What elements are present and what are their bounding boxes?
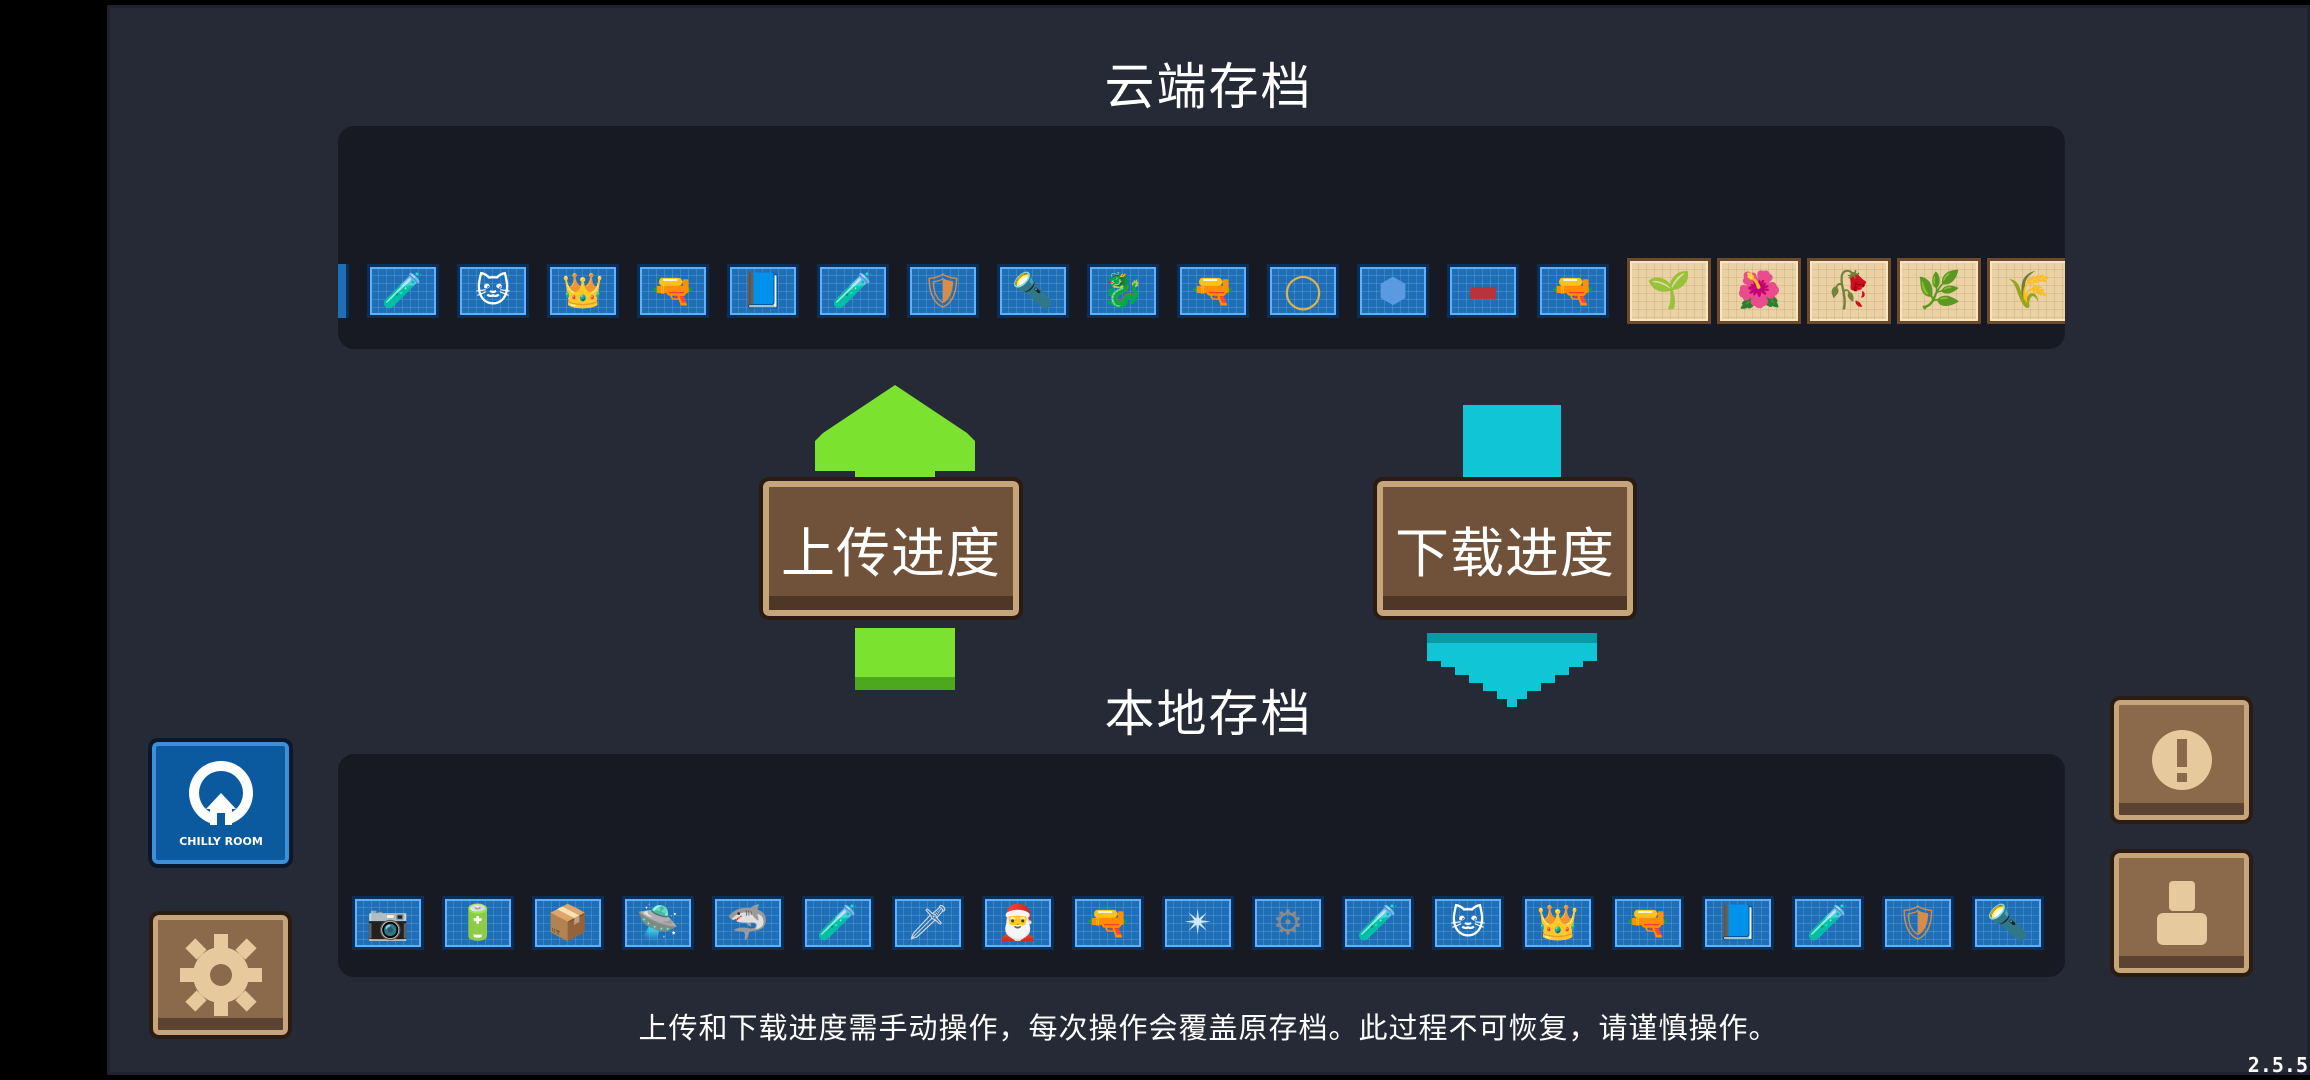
- red-hat-doll-icon: 🎅: [996, 903, 1040, 943]
- inventory-slot: ▬: [1447, 264, 1519, 318]
- inventory-slot: 📘: [1702, 896, 1774, 950]
- inventory-slot: 🗡: [892, 896, 964, 950]
- revolver-icon: 🔫: [651, 271, 695, 311]
- purple-potion-icon: 🧪: [1356, 903, 1400, 943]
- inventory-slot: 🌾: [1987, 258, 2065, 324]
- golden-torch-icon: 🔦: [1986, 903, 2030, 943]
- inventory-slot: 🐱: [1432, 896, 1504, 950]
- cloud-save-title: 云端存档: [1104, 58, 1313, 116]
- account-button[interactable]: [2110, 849, 2253, 977]
- red-potion-icon: 🧪: [831, 271, 875, 311]
- inventory-slot: 🐱: [457, 264, 529, 318]
- download-arrow-icon: [1427, 405, 1597, 707]
- inventory-slot: 👑: [1522, 896, 1594, 950]
- inventory-slot: 🛡: [1882, 896, 1954, 950]
- upload-arrow-icon: [815, 385, 975, 690]
- cloud-save-screen: 云端存档 🧪🐱👑🔫📘🧪🛡🔦🐉🔫◯⬢▬🔫🌱🌺🥀🌿🌾 上传进度 下载进度 本地存档 …: [107, 5, 2310, 1075]
- octagon-shield-icon: ⬢: [1378, 271, 1408, 311]
- inventory-slot: 🔦: [1972, 896, 2044, 950]
- inventory-slot: 📘: [727, 264, 799, 318]
- camera-icon: 📷: [366, 903, 410, 943]
- inventory-slot: 🔋: [442, 896, 514, 950]
- dead-branch-plant-icon: 🥀: [1826, 270, 1872, 311]
- inventory-slot: 🔫: [1537, 264, 1609, 318]
- inventory-slot: 🔦: [997, 264, 1069, 318]
- brown-rifle-icon: 🔫: [1086, 903, 1130, 943]
- sword-icon: 🗡: [906, 903, 950, 943]
- purple-book-icon: 📘: [741, 271, 785, 311]
- inventory-slot: 📦: [532, 896, 604, 950]
- golden-crown-icon: 👑: [1536, 903, 1580, 943]
- inventory-slot: ◯: [1267, 264, 1339, 318]
- wooden-crate-icon: 📦: [546, 903, 590, 943]
- white-cat-mask-icon: 🐱: [1450, 903, 1486, 943]
- download-progress-button[interactable]: 下载进度: [1373, 477, 1637, 620]
- inventory-slot: 🧪: [817, 264, 889, 318]
- inventory-slot: 👑: [547, 264, 619, 318]
- version-label: 2.5.5: [2247, 1053, 2308, 1077]
- settings-button[interactable]: [149, 911, 292, 1039]
- white-cat-mask-icon: 🐱: [475, 271, 511, 311]
- inventory-slot: 🔫: [1177, 264, 1249, 318]
- inventory-slot: ⚙: [1252, 896, 1324, 950]
- cloud-item-row: 🧪 🐱 👑 🔫 📘 🧪 🛡 🔦 🐉 🔫 ◯ ⬢ ▬ 🔫 🌱 🌺 🥀 🌿 🌾: [338, 258, 2065, 324]
- green-rifle-icon: 🔫: [1191, 271, 1235, 311]
- local-item-row: 📷 🔋 📦 🛸 🦈 🧪 🗡 🎅 🔫 ✴ ⚙ 🧪 🐱 👑 🔫 📘 🧪 🛡 🔦: [338, 892, 2065, 954]
- inventory-slot: 📷: [352, 896, 424, 950]
- revolver-icon: 🔫: [1626, 903, 1670, 943]
- round-shield-icon: 🛡: [1896, 903, 1940, 943]
- cloud-save-panel: 🧪 🐱 👑 🔫 📘 🧪 🛡 🔦 🐉 🔫 ◯ ⬢ ▬ 🔫 🌱 🌺 🥀 🌿 🌾: [338, 126, 2065, 349]
- inventory-slot: 🌱: [1627, 258, 1711, 324]
- inventory-slot: 🐉: [1087, 264, 1159, 318]
- dry-twig-plant-icon: 🌾: [2006, 270, 2052, 311]
- warning-note: 上传和下载进度需手动操作，每次操作会覆盖原存档。此过程不可恢复，请谨慎操作。: [638, 1011, 1779, 1045]
- inventory-slot: ✴: [1162, 896, 1234, 950]
- inventory-slot: 🔫: [1072, 896, 1144, 950]
- upload-progress-button[interactable]: 上传进度: [759, 477, 1023, 620]
- round-shield-icon: 🛡: [921, 271, 965, 311]
- notice-button[interactable]: [2110, 696, 2253, 824]
- person-icon: [2156, 881, 2207, 945]
- inventory-slot: 🌿: [1897, 258, 1981, 324]
- golden-crown-icon: 👑: [561, 271, 605, 311]
- shark-gun-icon: 🦈: [726, 903, 770, 943]
- exclamation-icon: [2151, 730, 2212, 790]
- inventory-slot: ⬢: [1357, 264, 1429, 318]
- inventory-slot: 🧪: [802, 896, 874, 950]
- red-blaster-icon: 🔫: [1551, 271, 1595, 311]
- gatling-icon: ⚙: [1272, 903, 1304, 943]
- red-flower-plant-icon: 🌺: [1736, 270, 1782, 311]
- inventory-slot: 🛡: [907, 264, 979, 318]
- inventory-slot: 🥀: [1807, 258, 1891, 324]
- blood-tank-icon: ▬: [1466, 271, 1500, 311]
- inventory-slot: 🛸: [622, 896, 694, 950]
- purple-book-icon: 📘: [1716, 903, 1760, 943]
- inventory-slot: 🦈: [712, 896, 784, 950]
- blue-potion-icon: 🧪: [816, 903, 860, 943]
- gear-icon: [179, 934, 262, 1016]
- green-dragon-icon: 🐉: [1101, 271, 1145, 311]
- inventory-slot: 🧪: [367, 264, 439, 318]
- golden-ring-icon: ◯: [1283, 271, 1323, 311]
- inventory-slot: 🔫: [1612, 896, 1684, 950]
- inventory-slot: 🎅: [982, 896, 1054, 950]
- inventory-slot: 🧪: [1342, 896, 1414, 950]
- inventory-slot-partial: [338, 264, 349, 318]
- golden-torch-icon: 🔦: [1011, 271, 1055, 311]
- inventory-slot: 🌺: [1717, 258, 1801, 324]
- local-save-panel: 📷 🔋 📦 🛸 🦈 🧪 🗡 🎅 🔫 ✴ ⚙ 🧪 🐱 👑 🔫 📘 🧪 🛡 🔦: [338, 754, 2065, 977]
- vine-plant-icon: 🌿: [1916, 270, 1962, 311]
- chilly-room-logo-icon: CHILLY ROOM: [179, 761, 263, 848]
- sprout-plant-icon: 🌱: [1646, 270, 1692, 311]
- chilly-room-logo-text: CHILLY ROOM: [179, 835, 263, 848]
- inventory-slot: 🧪: [1792, 896, 1864, 950]
- green-ufo-icon: 🛸: [636, 903, 680, 943]
- inventory-slot: 🔫: [637, 264, 709, 318]
- chilly-room-button[interactable]: CHILLY ROOM: [148, 738, 293, 868]
- purple-potion-icon: 🧪: [381, 271, 425, 311]
- red-potion-icon: 🧪: [1806, 903, 1850, 943]
- shuriken-icon: ✴: [1183, 903, 1213, 943]
- local-save-title: 本地存档: [1104, 685, 1313, 743]
- battery-icon: 🔋: [456, 903, 500, 943]
